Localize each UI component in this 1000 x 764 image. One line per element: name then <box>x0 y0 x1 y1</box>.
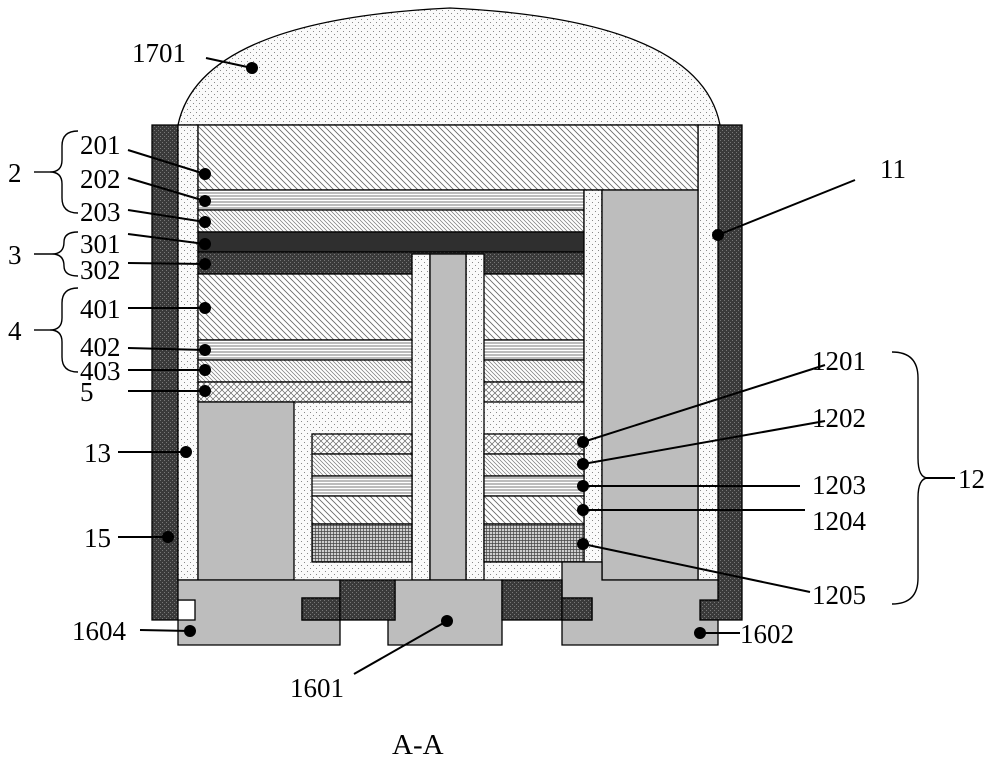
insulating-sleeve-right <box>697 124 719 581</box>
leader-lines <box>118 57 955 675</box>
label-12: 12 <box>958 464 985 494</box>
label-1604: 1604 <box>72 616 127 646</box>
layer-302 <box>197 251 585 275</box>
label-301: 301 <box>80 229 121 259</box>
label-1202: 1202 <box>812 403 866 433</box>
seal-left <box>301 597 341 621</box>
label-13: 13 <box>84 438 111 468</box>
layer-402 <box>197 339 585 361</box>
label-1205: 1205 <box>812 580 866 610</box>
brace-12 <box>891 351 929 605</box>
brace-2 <box>49 130 79 214</box>
terminal-1601 <box>387 579 503 646</box>
layer-201 <box>197 124 699 191</box>
layer-301 <box>197 231 585 253</box>
label-11: 11 <box>880 154 906 184</box>
label-4: 4 <box>8 316 22 346</box>
label-1204: 1204 <box>812 506 867 536</box>
brace-3 <box>51 231 79 277</box>
label-1701: 1701 <box>132 38 186 68</box>
label-3: 3 <box>8 240 22 270</box>
label-1602: 1602 <box>740 619 794 649</box>
seal-center-left <box>339 579 396 621</box>
dome-cap-1701 <box>177 7 721 126</box>
brace-4 <box>49 287 79 373</box>
layer-202 <box>197 189 585 211</box>
label-302: 302 <box>80 255 121 285</box>
stack-12-left <box>311 433 413 563</box>
label-201: 201 <box>80 130 121 160</box>
seal-center-right <box>501 579 563 621</box>
layer-5 <box>197 381 585 403</box>
marker-dots <box>162 62 724 639</box>
label-402: 402 <box>80 332 121 362</box>
layer-401 <box>197 273 585 341</box>
label-2: 2 <box>8 158 22 188</box>
label-1203: 1203 <box>812 470 866 500</box>
label-401: 401 <box>80 294 121 324</box>
left-electrode-block <box>197 401 295 581</box>
seal-right <box>561 597 593 621</box>
center-stem <box>429 253 467 581</box>
label-203: 203 <box>80 197 121 227</box>
layer-203 <box>197 209 585 233</box>
label-5: 5 <box>80 377 94 407</box>
label-202: 202 <box>80 164 121 194</box>
stem-sleeve-left <box>411 253 431 581</box>
label-15: 15 <box>84 523 111 553</box>
right-electrode-block <box>601 189 699 581</box>
label-1201: 1201 <box>812 346 866 376</box>
section-caption: A-A <box>392 729 444 761</box>
label-403: 403 <box>80 356 121 386</box>
layer-403 <box>197 359 585 383</box>
label-1601: 1601 <box>290 673 344 703</box>
stack-12-right <box>483 433 585 563</box>
stem-sleeve-right <box>465 253 485 581</box>
